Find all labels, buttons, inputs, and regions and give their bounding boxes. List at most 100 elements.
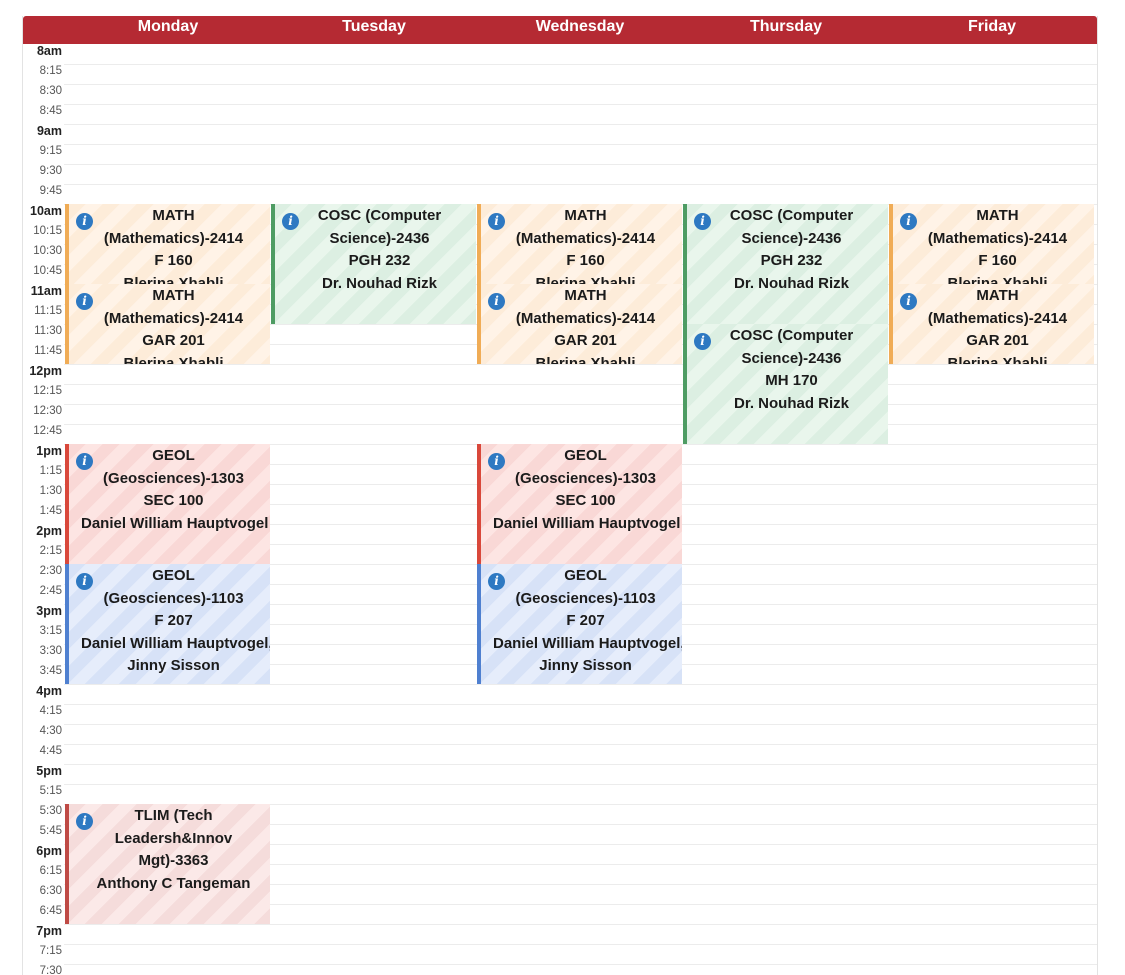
event-text-line: (Mathematics)-2414 [515, 229, 656, 247]
event-text-line: COSC (Computer [317, 207, 442, 224]
time-label: 5:30 [39, 805, 62, 817]
info-icon[interactable]: i [900, 293, 917, 310]
time-label: 4:45 [39, 745, 62, 757]
info-icon[interactable]: i [900, 213, 917, 230]
time-row-divider [64, 684, 1097, 685]
time-label: 6:30 [39, 885, 62, 897]
time-label: 8:15 [39, 65, 62, 77]
time-label: 8:45 [39, 105, 62, 117]
info-icon[interactable]: i [76, 293, 93, 310]
time-label: 6pm [36, 844, 62, 858]
time-row-divider [64, 824, 1097, 825]
time-label: 11:45 [34, 345, 62, 357]
info-icon[interactable]: i [76, 573, 93, 590]
time-label: 5:45 [39, 825, 62, 837]
time-row-divider [64, 944, 1097, 945]
time-label: 1:45 [39, 505, 62, 517]
event-text-line: Daniel William Hauptvogel [493, 514, 681, 532]
time-label: 1:15 [39, 465, 62, 477]
time-label: 12pm [29, 364, 62, 378]
day-header-tuesday: Tuesday [342, 18, 406, 35]
event-text-line: MATH [564, 287, 607, 304]
event-text-line: F 160 [566, 252, 605, 269]
event-text-line: MATH [976, 287, 1019, 304]
event-text-line: Dr. Nouhad Rizk [321, 274, 437, 292]
info-icon[interactable]: i [694, 213, 711, 230]
time-row-divider [64, 364, 1097, 365]
time-label: 9:15 [39, 145, 62, 157]
event-text-line: Science)-2436 [741, 349, 842, 367]
time-label: 2:30 [39, 565, 62, 577]
time-label: 7pm [36, 924, 62, 938]
time-label: 8am [36, 44, 62, 58]
event-text-line: TLIM (Tech [134, 807, 213, 824]
event-text-line: GAR 201 [966, 332, 1029, 349]
time-label: 11:15 [34, 305, 62, 317]
time-row-divider [64, 904, 1097, 905]
info-icon[interactable]: i [488, 293, 505, 310]
time-label: 10:15 [33, 225, 62, 237]
time-label: 3:15 [39, 625, 62, 637]
info-icon[interactable]: i [488, 213, 505, 230]
time-label: 3:30 [39, 645, 62, 657]
time-label: 4pm [36, 684, 62, 698]
event-text-line: (Mathematics)-2414 [515, 309, 656, 327]
time-label: 2pm [36, 524, 62, 538]
info-icon[interactable]: i [694, 333, 711, 350]
info-icon[interactable]: i [282, 213, 299, 230]
time-row-divider [64, 124, 1097, 125]
event-text-line: GAR 201 [554, 332, 617, 349]
time-label: 11am [30, 284, 62, 298]
event-text-line: Leadersh&Innov [114, 829, 233, 847]
info-icon[interactable]: i [76, 453, 93, 470]
event-text-line: Dr. Nouhad Rizk [733, 394, 849, 412]
event-text-line: F 160 [154, 252, 193, 269]
info-icon[interactable]: i [76, 213, 93, 230]
time-label: 12:30 [33, 405, 62, 417]
event-text-line: F 207 [566, 612, 605, 629]
time-label: 12:45 [33, 425, 62, 437]
time-label: 8:30 [39, 85, 62, 97]
event-text-line: (Geosciences)-1103 [515, 589, 656, 607]
time-label: 5pm [36, 764, 62, 778]
time-label: 11:30 [34, 325, 62, 337]
info-icon[interactable]: i [488, 453, 505, 470]
info-icon[interactable]: i [76, 813, 93, 830]
event-text-line: Blerina Xhabli [947, 274, 1048, 285]
time-row-divider [64, 384, 1097, 385]
event-text-line: GEOL [152, 447, 195, 464]
event-text-line: SEC 100 [143, 492, 204, 509]
time-row-divider [64, 184, 1097, 185]
time-label: 4:15 [39, 705, 62, 717]
event-text-line: Blerina Xhabli [123, 354, 224, 365]
event-text-line: PGH 232 [760, 252, 823, 269]
event-text-line: (Geosciences)-1303 [103, 469, 244, 487]
time-label: 7:30 [39, 965, 62, 975]
event-text-line: Jinny Sisson [127, 657, 220, 674]
event-text-line: MATH [152, 207, 195, 224]
event-text-line: GAR 201 [142, 332, 205, 349]
time-label: 1pm [36, 444, 62, 458]
event-text-line: MATH [976, 207, 1019, 224]
event-text-line: Daniel William Hauptvogel, [81, 634, 270, 652]
time-label: 9am [36, 124, 62, 138]
info-icon[interactable]: i [488, 573, 505, 590]
time-row-divider [64, 844, 1097, 845]
